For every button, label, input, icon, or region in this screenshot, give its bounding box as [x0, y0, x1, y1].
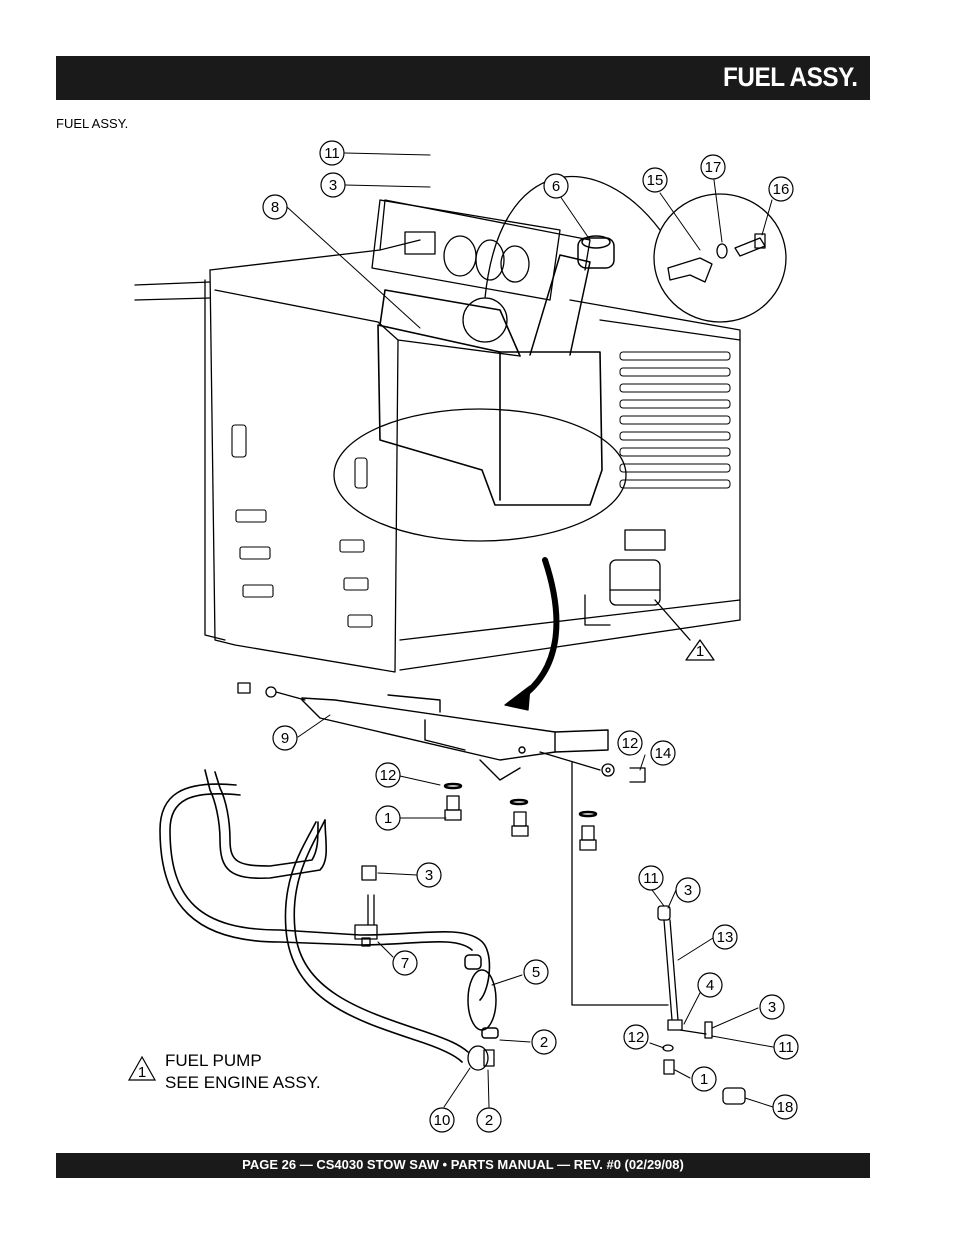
bolt-9	[237, 682, 306, 701]
note-triangle	[127, 1055, 157, 1081]
callout-12: 12	[623, 1024, 649, 1050]
callout-15: 15	[642, 167, 668, 193]
svg-text:12: 12	[622, 735, 639, 752]
bolt-14	[539, 751, 646, 783]
mounting-bracket	[301, 694, 609, 781]
callout-18: 18	[772, 1094, 798, 1120]
callout-10: 10	[429, 1107, 455, 1133]
svg-text:10: 10	[434, 1112, 451, 1129]
svg-text:2: 2	[540, 1034, 548, 1051]
primer-bulb	[464, 954, 499, 1039]
callout-3: 3	[320, 172, 346, 198]
svg-text:11: 11	[778, 1039, 794, 1056]
fitting-10	[467, 1045, 495, 1071]
header-bar: FUEL ASSY.	[56, 56, 870, 100]
leader-line-right	[571, 761, 669, 1006]
magnify-leader	[484, 175, 661, 299]
callout-11: 11	[319, 140, 345, 166]
svg-text:6: 6	[552, 178, 560, 195]
right-hose-parts	[657, 905, 746, 1105]
callout-6: 6	[543, 173, 569, 199]
fuel-pump-note: 1 FUEL PUMP SEE ENGINE ASSY.	[127, 1051, 321, 1092]
svg-text:4: 4	[706, 977, 714, 994]
callout-16: 16	[768, 176, 794, 202]
detail-circle	[653, 193, 787, 323]
svg-text:16: 16	[773, 181, 790, 198]
note-line-2: SEE ENGINE ASSY.	[165, 1073, 321, 1092]
machine-frame	[134, 199, 741, 673]
grille-slots	[619, 351, 731, 489]
svg-text:7: 7	[401, 955, 409, 972]
callout-11: 11	[638, 865, 664, 891]
side-panel-slots	[231, 424, 373, 628]
callout-11: 11	[773, 1034, 799, 1060]
fitting-7	[354, 894, 378, 947]
svg-text:12: 12	[380, 767, 397, 784]
detail-parts	[667, 233, 766, 283]
svg-text:9: 9	[281, 730, 289, 747]
callout-17: 17	[700, 154, 726, 180]
svg-text:12: 12	[628, 1029, 645, 1046]
callout-13: 13	[712, 924, 738, 950]
arrow-head	[504, 685, 531, 711]
callout-12: 12	[375, 762, 401, 788]
fuel-filter	[584, 529, 666, 626]
callout-14: 14	[650, 740, 676, 766]
svg-text:11: 11	[643, 870, 659, 887]
callout-9: 9	[272, 725, 298, 751]
page-title: FUEL ASSY.	[723, 62, 858, 92]
svg-text:14: 14	[655, 745, 672, 762]
curved-arrow	[517, 557, 560, 701]
svg-text:1: 1	[384, 810, 392, 827]
clamp-3	[361, 865, 377, 881]
callout-2: 2	[476, 1107, 502, 1133]
svg-text:15: 15	[647, 172, 664, 189]
leader-tri	[654, 599, 691, 641]
callout-3: 3	[675, 877, 701, 903]
callout-2: 2	[531, 1029, 557, 1055]
footer-text: PAGE 26 — CS4030 STOW SAW • PARTS MANUAL…	[242, 1157, 684, 1172]
svg-text:13: 13	[717, 929, 734, 946]
svg-text:3: 3	[329, 177, 337, 194]
svg-text:2: 2	[485, 1112, 493, 1129]
svg-text:3: 3	[684, 882, 692, 899]
svg-text:11: 11	[324, 145, 340, 162]
warning-triangle	[685, 639, 715, 661]
magnify-circle	[462, 297, 508, 343]
callout-3: 3	[416, 862, 442, 888]
callout-7: 7	[392, 950, 418, 976]
triangle-label: 1	[696, 643, 704, 660]
svg-text:3: 3	[425, 867, 433, 884]
svg-text:5: 5	[532, 964, 540, 981]
callout-leaders	[286, 152, 774, 1108]
callout-5: 5	[523, 959, 549, 985]
figure-caption: FUEL ASSY.	[56, 116, 129, 131]
callouts: 11 3 8 6 15 17 16 9 12 14 12 1 3 7 5 2 1…	[262, 140, 799, 1133]
footer-bar: PAGE 26 — CS4030 STOW SAW • PARTS MANUAL…	[56, 1153, 870, 1178]
bolts-1	[443, 782, 598, 851]
tank-bottom-detail	[333, 408, 627, 542]
svg-text:1: 1	[700, 1071, 708, 1088]
callout-1: 1	[375, 805, 401, 831]
callout-4: 4	[697, 972, 723, 998]
filler-neck	[529, 235, 615, 356]
control-panel	[371, 199, 561, 301]
callout-8: 8	[262, 194, 288, 220]
fuel-tank	[377, 289, 603, 506]
callout-1: 1	[691, 1066, 717, 1092]
note-marker: 1	[138, 1064, 146, 1081]
svg-text:3: 3	[768, 999, 776, 1016]
fuel-hoses	[159, 769, 491, 1063]
svg-text:17: 17	[705, 159, 722, 176]
callout-3: 3	[759, 994, 785, 1020]
svg-text:18: 18	[777, 1099, 794, 1116]
note-line-1: FUEL PUMP	[165, 1051, 262, 1070]
svg-text:8: 8	[271, 199, 279, 216]
callout-12: 12	[617, 730, 643, 756]
